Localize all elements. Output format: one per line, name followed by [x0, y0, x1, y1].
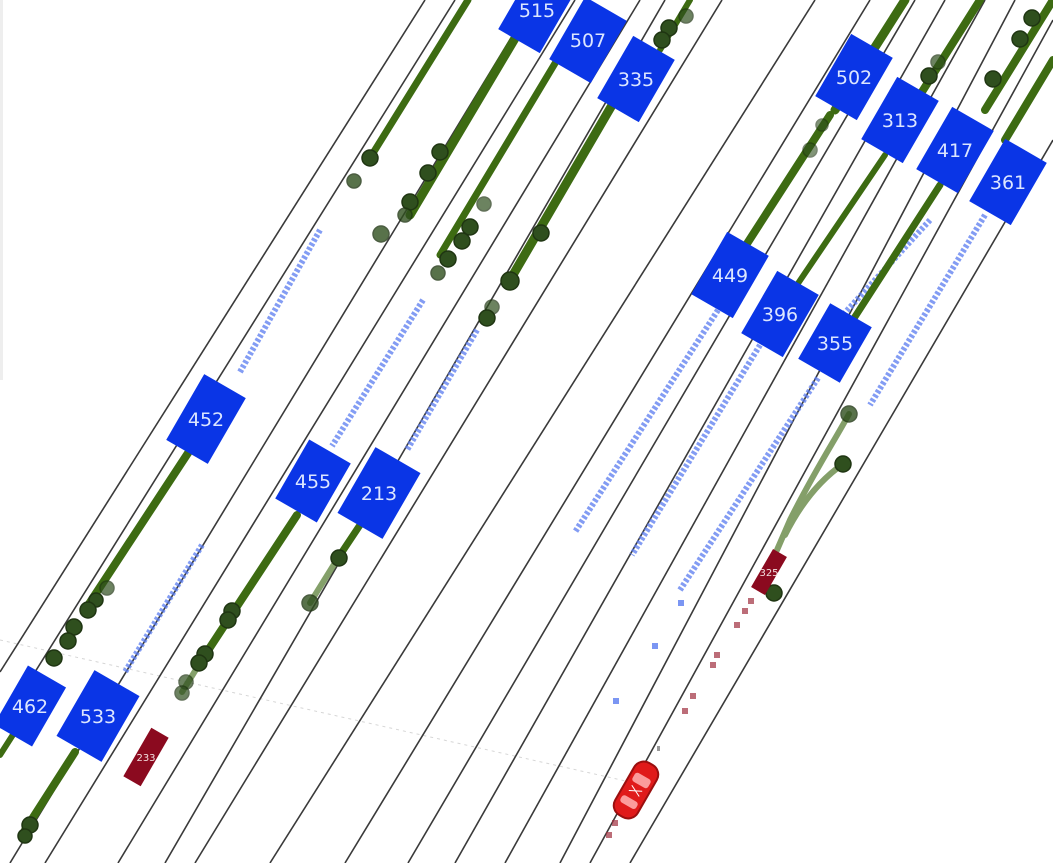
vehicle-355[interactable]: 355 [798, 303, 872, 383]
forecast-trails-blue [122, 213, 988, 674]
vehicle-label: 455 [295, 471, 331, 493]
vehicle-label: 361 [990, 172, 1026, 194]
vehicle-label: 335 [618, 69, 654, 91]
vehicle-label: 355 [817, 333, 853, 355]
vehicle-label: 462 [12, 696, 48, 718]
vehicle-396[interactable]: 396 [741, 270, 819, 358]
vehicle-502[interactable]: 502 [815, 33, 893, 121]
vehicle-label: 213 [361, 483, 397, 505]
vehicle-label: 449 [712, 265, 748, 287]
vehicle-213[interactable]: 213 [337, 447, 421, 539]
marker-label: 233 [136, 753, 155, 764]
marker-label: 325 [759, 568, 778, 579]
vehicle-label: 452 [188, 409, 224, 431]
vehicle-417[interactable]: 417 [916, 106, 994, 194]
vehicle-452[interactable]: 452 [166, 374, 246, 464]
vehicle-label: 507 [570, 30, 606, 52]
ego-car-icon[interactable] [610, 758, 663, 823]
vehicle-label: 313 [882, 110, 918, 132]
vehicle-449[interactable]: 449 [691, 231, 769, 319]
vehicle-label: 515 [519, 0, 555, 22]
vehicle-361[interactable]: 361 [969, 138, 1047, 226]
vehicle-507[interactable]: 507 [549, 0, 627, 84]
vehicle-462[interactable]: 462 [0, 665, 67, 747]
vehicle-label: 417 [937, 140, 973, 162]
forecast-trails-blue-sparse [613, 600, 684, 704]
vehicle-533[interactable]: 533 [56, 670, 140, 762]
marker-233[interactable]: 233 [123, 727, 170, 788]
trajectory-tracks-faded [179, 411, 852, 695]
background-guides [0, 639, 631, 783]
vehicle-515[interactable]: 515 [498, 0, 576, 54]
vehicle-313[interactable]: 313 [861, 76, 939, 164]
trajectory-nodes [17, 8, 1041, 844]
forecast-trails-red [606, 598, 754, 838]
vehicle-label: 533 [80, 706, 116, 728]
vehicle-label: 396 [762, 304, 798, 326]
ego-heading-tick [657, 746, 660, 751]
vehicle-335[interactable]: 335 [597, 35, 675, 123]
vehicle-label: 502 [836, 67, 872, 89]
left-edge-panel [0, 0, 3, 380]
vehicle-455[interactable]: 455 [275, 439, 351, 523]
marker-325[interactable]: 325 [749, 548, 790, 597]
